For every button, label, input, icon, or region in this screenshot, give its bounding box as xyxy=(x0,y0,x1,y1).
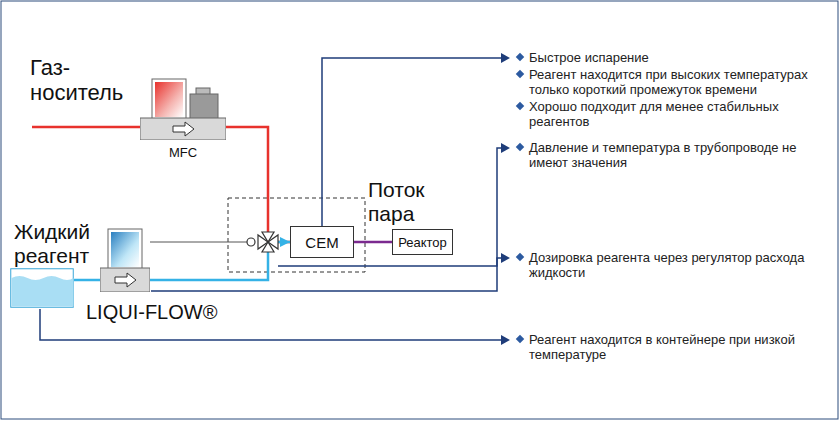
input-label: Газ- носитель xyxy=(30,55,130,105)
arrowhead xyxy=(501,335,510,345)
bullet-item: Реагент находится в контейнере при низко… xyxy=(515,332,825,362)
mfc-illustration xyxy=(140,78,226,140)
tank-illustration xyxy=(10,268,74,308)
liquid-flow-controller: LIQUI-FLOW® xyxy=(100,228,150,292)
bullet-list: Быстрое испарениеРеагент находится при в… xyxy=(515,50,825,131)
base-block xyxy=(100,268,150,292)
box-label: CEM xyxy=(305,234,338,251)
pipe-connector xyxy=(74,279,100,282)
valve-triangle xyxy=(262,232,274,242)
mass-flow-controller: MFC xyxy=(140,78,226,140)
reactor-box: Реактор xyxy=(392,229,453,255)
valve-housing xyxy=(190,94,218,120)
device-label: LIQUI-FLOW® xyxy=(86,301,217,324)
arrowhead xyxy=(501,253,510,263)
pipe-connector xyxy=(354,241,392,244)
liquid xyxy=(12,276,74,307)
leader-line xyxy=(322,58,503,226)
flow-arrow-icon xyxy=(173,122,194,136)
device-label: MFC xyxy=(169,145,197,160)
bullet-list: Давление и температура в трубопроводе не… xyxy=(515,140,825,172)
sensor-window xyxy=(155,82,183,117)
bullet-list: Дозировка реагента через регулятор расхо… xyxy=(515,250,825,282)
pipe-connector xyxy=(226,127,290,242)
tank-outline xyxy=(11,269,74,308)
actuator-wire xyxy=(150,242,247,243)
bullet-item: Быстрое испарение xyxy=(515,50,825,65)
evaporator-box: CEM xyxy=(290,226,354,258)
three-way-valve xyxy=(247,232,278,252)
box-label: Реактор xyxy=(398,235,447,250)
bullet-item: Давление и температура в трубопроводе не… xyxy=(515,140,825,170)
dashed-enclosure xyxy=(228,198,365,272)
gas-feed-line xyxy=(32,126,141,129)
bullet-item: Хорошо подходит для менее стабильных реа… xyxy=(515,99,825,129)
sensor-housing xyxy=(152,79,186,120)
leader-line xyxy=(278,148,503,266)
bullet-list: Реагент находится в контейнере при низко… xyxy=(515,332,825,364)
arrowhead xyxy=(501,143,510,153)
pipe-connector xyxy=(150,242,290,280)
liqui-flow-illustration xyxy=(100,228,150,292)
liquid-container: Жидкий реагент xyxy=(10,268,74,308)
leader-arrowheads xyxy=(501,53,510,345)
valve-triangle xyxy=(262,242,274,252)
container-heading: Жидкий реагент xyxy=(14,220,106,268)
bullet-item: Реагент находится при высоких температур… xyxy=(515,67,825,97)
sensor-window xyxy=(111,232,139,267)
bullet-item: Дозировка реагента через регулятор расхо… xyxy=(515,250,825,280)
flow-arrow-icon xyxy=(115,273,136,287)
flow-label: Поток пара xyxy=(368,178,448,226)
sensor-housing xyxy=(108,229,142,270)
arrowhead xyxy=(501,53,510,63)
leader-line xyxy=(151,258,503,291)
base-block xyxy=(140,118,226,140)
valve-actuator xyxy=(247,238,255,246)
